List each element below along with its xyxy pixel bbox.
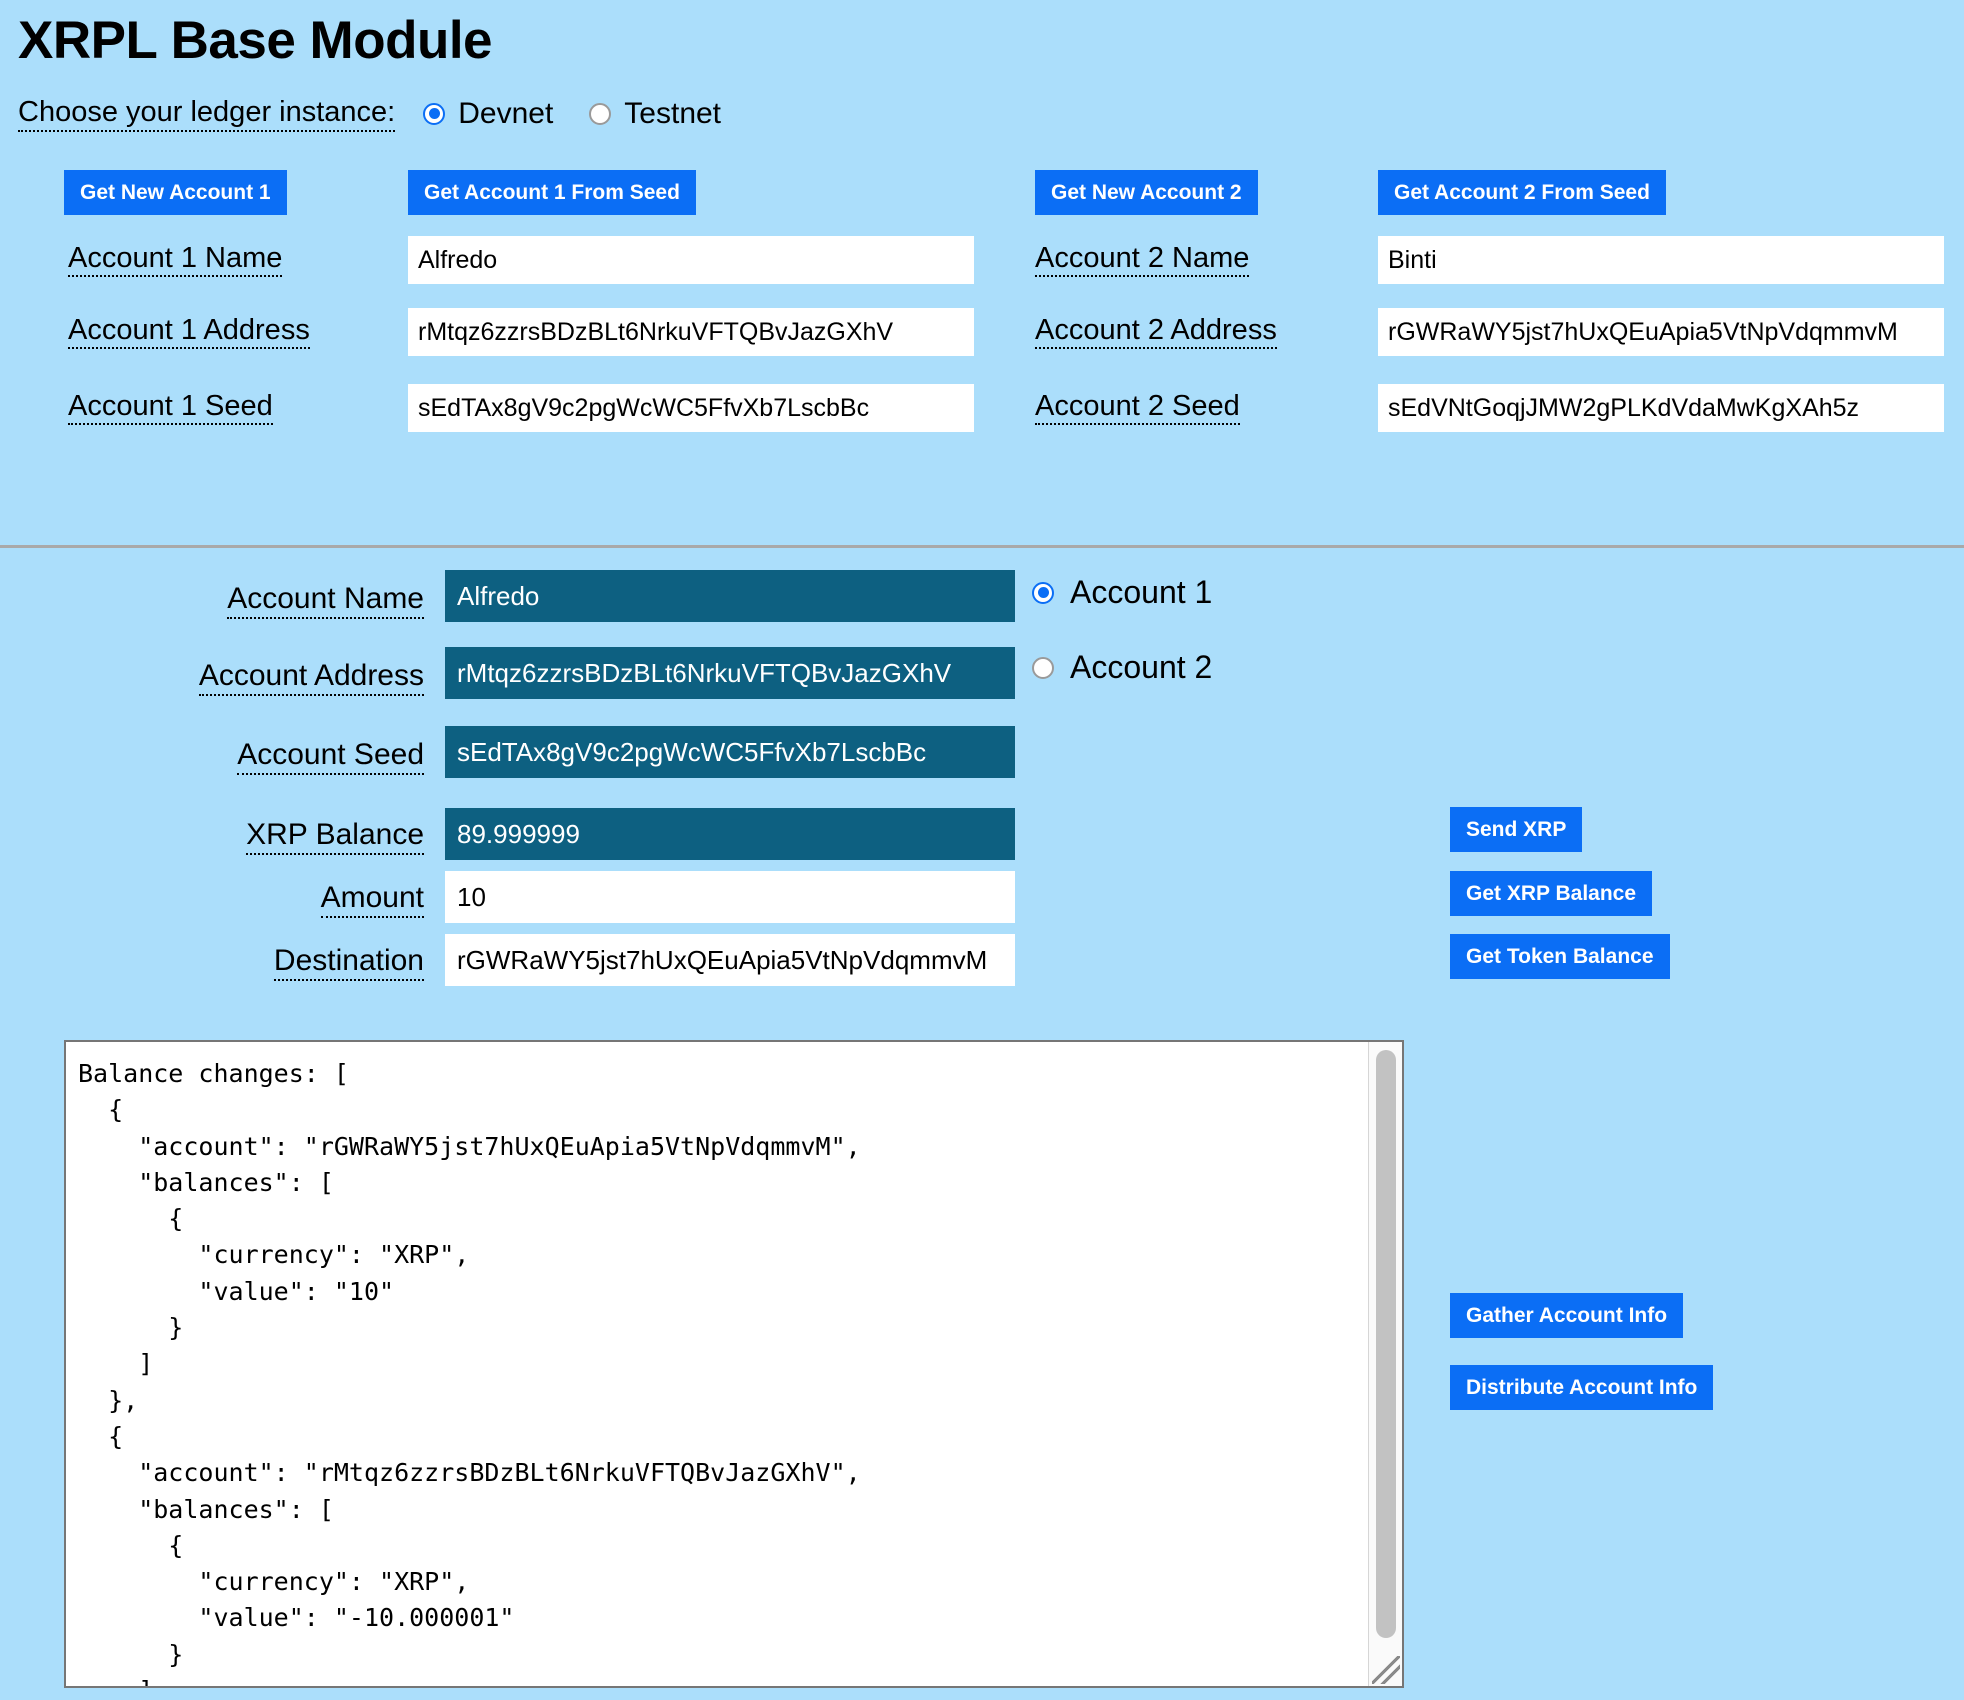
account-selector-radio-2[interactable]: Account 2 [1032, 649, 1212, 686]
account-1-address-label: Account 1 Address [68, 314, 310, 350]
gather-account-info-button[interactable]: Gather Account Info [1450, 1293, 1684, 1338]
panel-xrp-balance-input[interactable] [445, 808, 1015, 860]
get-new-account-1-button[interactable]: Get New Account 1 [64, 170, 287, 215]
network-radio-group: Devnet Testnet [423, 97, 757, 131]
panel-amount-row: Amount Get XRP Balance [0, 871, 1964, 936]
account-selector-label-2: Account 2 [1070, 649, 1213, 685]
output-scrollbar[interactable] [1368, 1042, 1402, 1686]
send-xrp-button[interactable]: Send XRP [1450, 807, 1583, 852]
panel-xrp-balance-label: XRP Balance [246, 818, 424, 855]
accounts-button-row: Get New Account 1 Get Account 1 From See… [0, 170, 1964, 226]
panel-amount-label: Amount [320, 881, 424, 918]
get-new-account-2-button[interactable]: Get New Account 2 [1035, 170, 1258, 215]
radio-unselected-icon[interactable] [1032, 656, 1054, 679]
accounts-section: Get New Account 1 Get Account 1 From See… [0, 170, 1964, 446]
output-panel [64, 1040, 1404, 1688]
network-label-devnet: Devnet [458, 96, 554, 130]
panel-destination-input[interactable] [445, 934, 1015, 986]
ledger-instance-row: Choose your ledger instance: Devnet Test… [0, 71, 1964, 133]
panel-account-name-label: Account Name [227, 582, 424, 619]
get-account-1-from-seed-button[interactable]: Get Account 1 From Seed [408, 170, 696, 215]
panel-account-seed-row: Account Seed [0, 726, 1964, 810]
output-scrollbar-thumb[interactable] [1376, 1050, 1396, 1638]
account-1-address-input[interactable] [408, 308, 974, 356]
account-seed-row: Account 1 Seed Account 2 Seed [0, 376, 1964, 446]
ledger-prompt-label: Choose your ledger instance: [18, 95, 396, 133]
account-2-address-label: Account 2 Address [1035, 314, 1277, 350]
account-name-row: Account 1 Name Account 2 Name [0, 226, 1964, 300]
radio-selected-icon[interactable] [1032, 581, 1054, 604]
get-token-balance-button[interactable]: Get Token Balance [1450, 934, 1670, 979]
panel-destination-row: Destination Get Token Balance [0, 934, 1964, 999]
radio-unselected-icon[interactable] [589, 102, 612, 125]
panel-account-name-input[interactable] [445, 570, 1015, 622]
network-radio-testnet[interactable]: Testnet [589, 97, 721, 131]
account-2-seed-input[interactable] [1378, 384, 1944, 432]
section-divider [0, 545, 1964, 548]
panel-account-address-row: Account Address Account 2 [0, 647, 1964, 729]
account-selector-radio-1[interactable]: Account 1 [1032, 574, 1212, 611]
account-1-seed-label: Account 1 Seed [68, 390, 273, 426]
account-1-name-input[interactable] [408, 236, 974, 284]
balance-changes-output[interactable] [66, 1042, 1356, 1686]
account-2-seed-label: Account 2 Seed [1035, 390, 1240, 426]
account-selector-label-1: Account 1 [1070, 574, 1213, 610]
get-xrp-balance-button[interactable]: Get XRP Balance [1450, 871, 1653, 916]
get-account-2-from-seed-button[interactable]: Get Account 2 From Seed [1378, 170, 1666, 215]
account-address-row: Account 1 Address Account 2 Address [0, 300, 1964, 376]
account-1-seed-input[interactable] [408, 384, 974, 432]
account-1-name-label: Account 1 Name [68, 242, 283, 278]
panel-amount-input[interactable] [445, 871, 1015, 923]
network-label-testnet: Testnet [624, 96, 722, 130]
resize-handle-icon[interactable] [1372, 1656, 1400, 1684]
panel-destination-label: Destination [273, 944, 424, 981]
panel-account-seed-input[interactable] [445, 726, 1015, 778]
panel-account-address-label: Account Address [198, 659, 424, 696]
radio-selected-icon[interactable] [423, 102, 446, 125]
account-2-name-input[interactable] [1378, 236, 1944, 284]
transaction-panel: Account Name Account 1 Account Address A… [0, 570, 1964, 999]
account-2-name-label: Account 2 Name [1035, 242, 1250, 278]
panel-account-seed-label: Account Seed [237, 738, 424, 775]
page-title: XRPL Base Module [18, 11, 493, 70]
panel-xrp-balance-row: XRP Balance Send XRP [0, 807, 1964, 873]
network-radio-devnet[interactable]: Devnet [423, 97, 553, 131]
account-2-address-input[interactable] [1378, 308, 1944, 356]
distribute-account-info-button[interactable]: Distribute Account Info [1450, 1365, 1714, 1410]
panel-account-address-input[interactable] [445, 647, 1015, 699]
panel-account-name-row: Account Name Account 1 [0, 570, 1964, 649]
